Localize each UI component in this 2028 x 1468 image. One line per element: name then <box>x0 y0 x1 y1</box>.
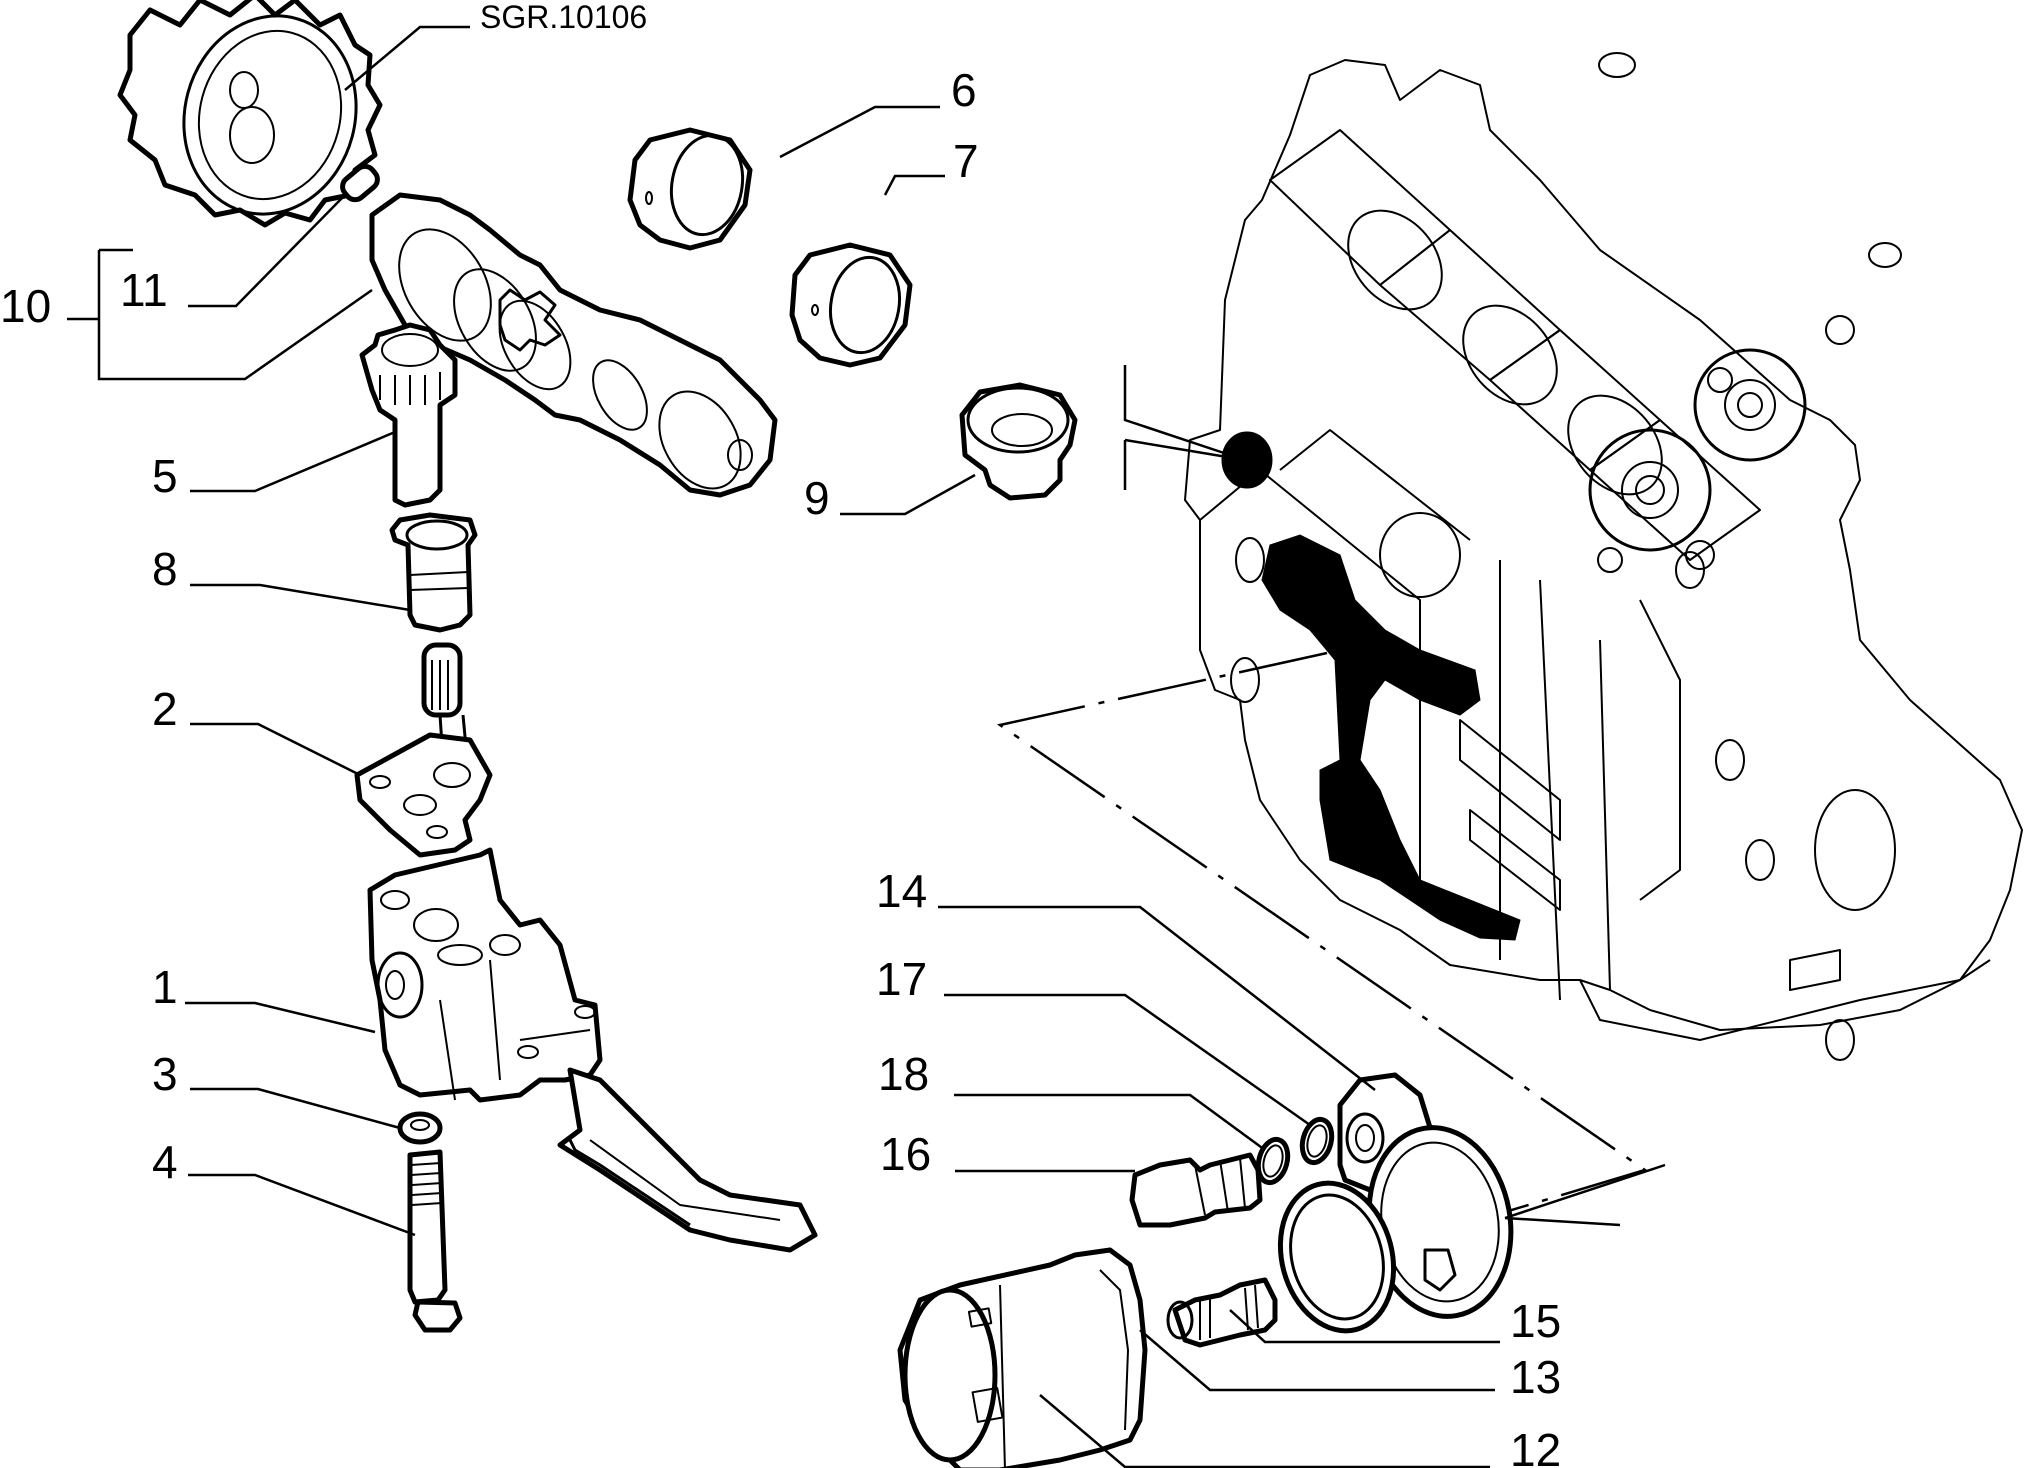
leader-lines <box>67 25 1666 1468</box>
reference-code: SGR.10106 <box>480 0 647 35</box>
bushing-7-drawing <box>789 242 913 368</box>
bushing-8-drawing <box>389 512 478 633</box>
bolt-drawing <box>397 1111 463 1333</box>
callout-9: 9 <box>804 472 830 524</box>
callout-1: 1 <box>152 961 178 1013</box>
callout-6: 6 <box>951 64 977 116</box>
callout-2: 2 <box>152 683 178 735</box>
callout-18: 18 <box>878 1048 929 1100</box>
callout-14: 14 <box>876 865 927 917</box>
timing-gear-drawing <box>117 0 383 228</box>
callout-5: 5 <box>152 450 178 502</box>
callout-3: 3 <box>152 1048 178 1100</box>
callout-7: 7 <box>953 135 979 187</box>
alignment-line <box>996 651 1648 1217</box>
callout-4: 4 <box>152 1136 178 1188</box>
plug-16-drawing <box>1129 1152 1263 1228</box>
callout-11: 11 <box>120 264 168 316</box>
drive-gear-drawing <box>359 322 458 508</box>
filter-support-drawing <box>1255 1072 1514 1334</box>
callout-15: 15 <box>1510 1295 1561 1347</box>
callout-17: 17 <box>876 953 927 1005</box>
oil-pump-drawing <box>354 642 818 1253</box>
callout-13: 13 <box>1510 1351 1561 1403</box>
callout-12: 12 <box>1510 1424 1561 1468</box>
bushing-6-drawing <box>627 127 753 251</box>
auxiliary-shaft-drawing <box>369 192 778 498</box>
oil-filter-12-drawing <box>897 1247 1148 1468</box>
cap-9-drawing <box>959 382 1078 501</box>
callout-10: 10 <box>0 280 51 332</box>
callout-16: 16 <box>880 1128 931 1180</box>
engine-block-drawing <box>1123 52 2023 1061</box>
callout-8: 8 <box>152 543 178 595</box>
